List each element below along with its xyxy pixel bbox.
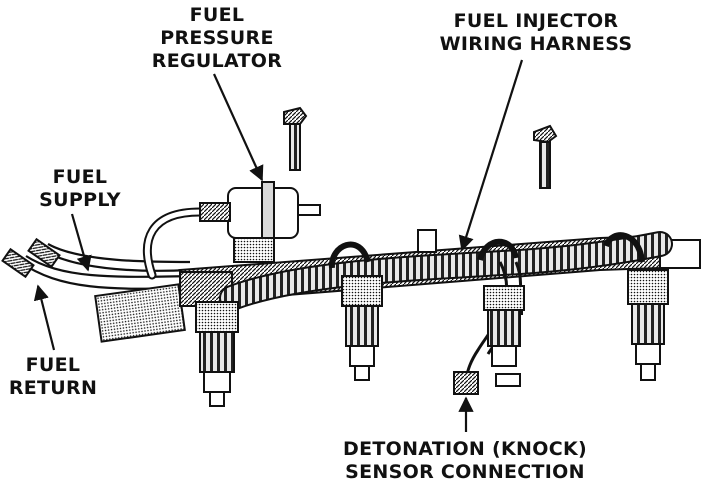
- label-line: REGULATOR: [151, 50, 283, 72]
- leader-return: [33, 284, 56, 351]
- label-fuel-pressure-regulator: FUEL PRESSURE REGULATOR: [132, 4, 302, 73]
- label-fuel-return: FUEL RETURN: [4, 354, 102, 400]
- fuel-pressure-regulator: [199, 181, 321, 263]
- mounting-bolt-right: [533, 124, 558, 189]
- label-line: FUEL INJECTOR: [453, 10, 619, 32]
- harness-branches: [328, 232, 645, 269]
- wiring-harness-conduit: [219, 231, 673, 311]
- rail-fitting: [417, 229, 437, 253]
- leader-regulator: [212, 73, 264, 182]
- injector-2: [341, 275, 383, 381]
- injector-3: [483, 285, 525, 367]
- label-line: FUEL: [25, 354, 81, 376]
- label-line: WIRING HARNESS: [439, 33, 633, 55]
- label-line: SUPPLY: [39, 189, 121, 211]
- regulator-hose: [142, 207, 205, 280]
- label-line: DETONATION (KNOCK): [343, 438, 587, 460]
- leader-harness: [458, 59, 524, 252]
- label-knock-sensor-connection: DETONATION (KNOCK) SENSOR CONNECTION: [334, 438, 596, 484]
- label-line: FUEL: [189, 4, 245, 26]
- fuel-line-fittings: [1, 237, 61, 279]
- label-line: RETURN: [8, 377, 98, 399]
- label-fuel-injector-wiring-harness: FUEL INJECTOR WIRING HARNESS: [432, 10, 640, 56]
- label-line: SENSOR CONNECTION: [345, 461, 585, 483]
- injector-1: [195, 301, 239, 407]
- label-line: FUEL: [52, 166, 108, 188]
- mounting-bolt-left: [283, 106, 308, 171]
- leader-supply: [70, 213, 92, 272]
- injector-4: [627, 269, 669, 381]
- leader-lines: [33, 59, 524, 432]
- label-fuel-supply: FUEL SUPPLY: [34, 166, 126, 212]
- label-line: PRESSURE: [160, 27, 274, 49]
